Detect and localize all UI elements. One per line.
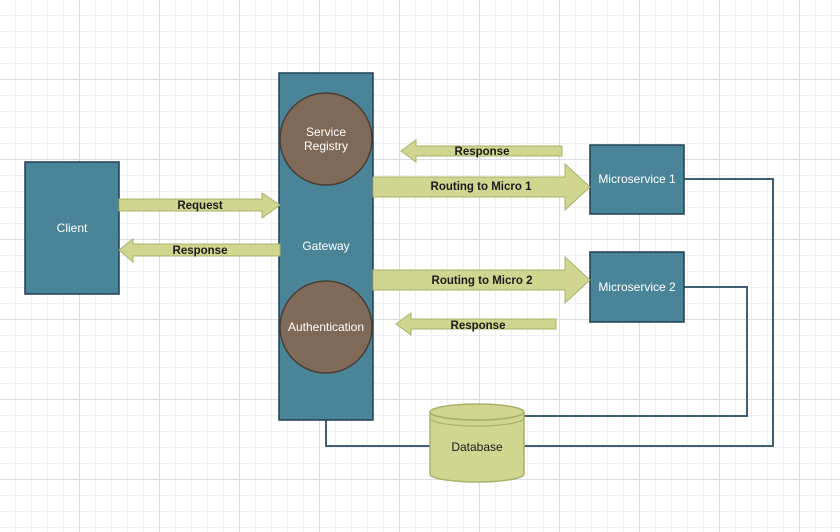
microservice-2-box[interactable]: Microservice 2 bbox=[589, 251, 685, 323]
microservice-1-box[interactable]: Microservice 1 bbox=[589, 144, 685, 215]
client-response-arrow: Response bbox=[118, 237, 281, 264]
client-label: Client bbox=[57, 221, 88, 235]
microservice-2-label: Microservice 2 bbox=[598, 280, 676, 294]
microservice-1-label: Microservice 1 bbox=[598, 172, 676, 186]
micro-2-response-label: Response bbox=[451, 320, 506, 332]
service-registry-label-line-2: Registry bbox=[304, 139, 348, 153]
request-arrow: Request bbox=[118, 192, 281, 219]
client-response-label: Response bbox=[173, 245, 228, 257]
authentication-label: Authentication bbox=[288, 320, 364, 334]
request-label: Request bbox=[177, 200, 223, 212]
authentication-circle[interactable]: Authentication bbox=[279, 280, 373, 374]
routing-micro-1-label: Routing to Micro 1 bbox=[431, 181, 533, 193]
database-cylinder[interactable]: Database bbox=[429, 403, 525, 483]
micro-1-response-label: Response bbox=[455, 146, 510, 158]
micro-1-response-arrow: Response bbox=[400, 139, 563, 163]
client-box[interactable]: Client bbox=[24, 161, 120, 295]
micro-2-response-arrow: Response bbox=[395, 312, 557, 336]
database-label: Database bbox=[451, 440, 503, 454]
routing-micro-2-label: Routing to Micro 2 bbox=[432, 275, 533, 287]
connector-database-microservice-2 bbox=[524, 286, 748, 417]
connector-database-microservice-1 bbox=[524, 178, 774, 447]
service-registry-label: Service bbox=[306, 125, 346, 139]
routing-micro-1-arrow: Routing to Micro 1 bbox=[372, 162, 591, 212]
connector-gateway-database bbox=[325, 420, 430, 447]
routing-micro-2-arrow: Routing to Micro 2 bbox=[372, 255, 591, 305]
service-registry-circle[interactable]: Service Registry bbox=[279, 92, 373, 186]
gateway-label: Gateway bbox=[302, 239, 349, 253]
